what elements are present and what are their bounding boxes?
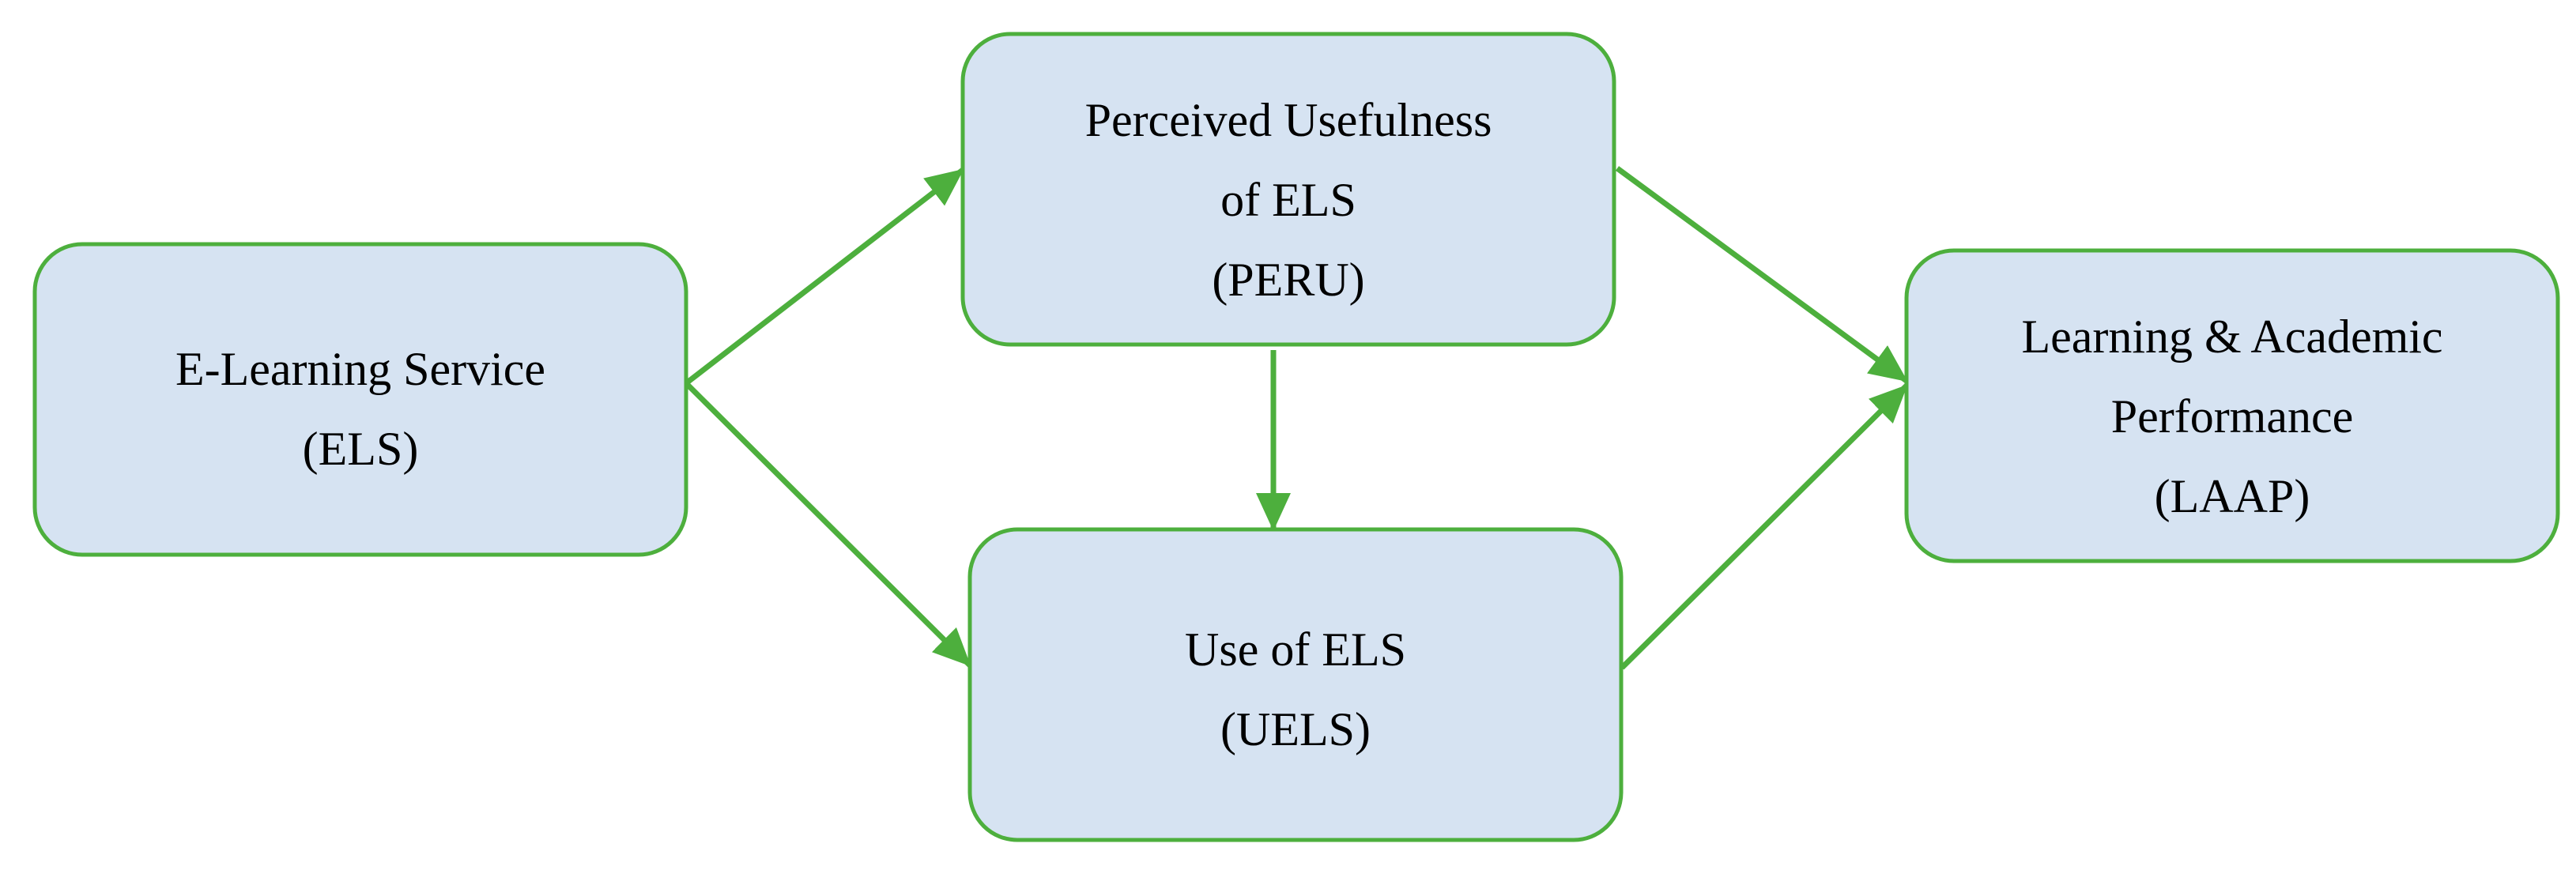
- edge-els-to-uels: [684, 381, 972, 668]
- node-els: E-Learning Service (ELS): [32, 242, 688, 557]
- edge-peru-to-laap: [1615, 166, 1909, 383]
- node-laap-subtitle: Performance: [2111, 390, 2354, 442]
- node-els-abbr: (ELS): [303, 423, 419, 475]
- node-els-title: E-Learning Service: [175, 343, 545, 395]
- node-peru: Perceived Usefulness of ELS (PERU): [960, 32, 1616, 347]
- node-peru-abbr: (PERU): [1212, 254, 1364, 306]
- node-laap: Learning & Academic Performance (LAAP): [1904, 248, 2560, 563]
- edges: [684, 166, 1909, 670]
- edge-uels-to-laap: [1620, 383, 1909, 670]
- node-peru-subtitle: of ELS: [1220, 174, 1356, 226]
- node-laap-title: Learning & Academic: [2021, 311, 2442, 363]
- node-els-box: [32, 242, 688, 557]
- node-uels-box: [967, 527, 1624, 842]
- edge-els-to-peru: [684, 168, 965, 386]
- node-uels-abbr: (UELS): [1220, 703, 1371, 755]
- node-laap-abbr: (LAAP): [2155, 470, 2310, 522]
- node-peru-box: [960, 32, 1616, 347]
- node-uels-title: Use of ELS: [1185, 623, 1406, 676]
- node-peru-title: Perceived Usefulness: [1085, 94, 1492, 146]
- node-laap-box: [1904, 248, 2560, 563]
- node-uels: Use of ELS (UELS): [967, 527, 1624, 842]
